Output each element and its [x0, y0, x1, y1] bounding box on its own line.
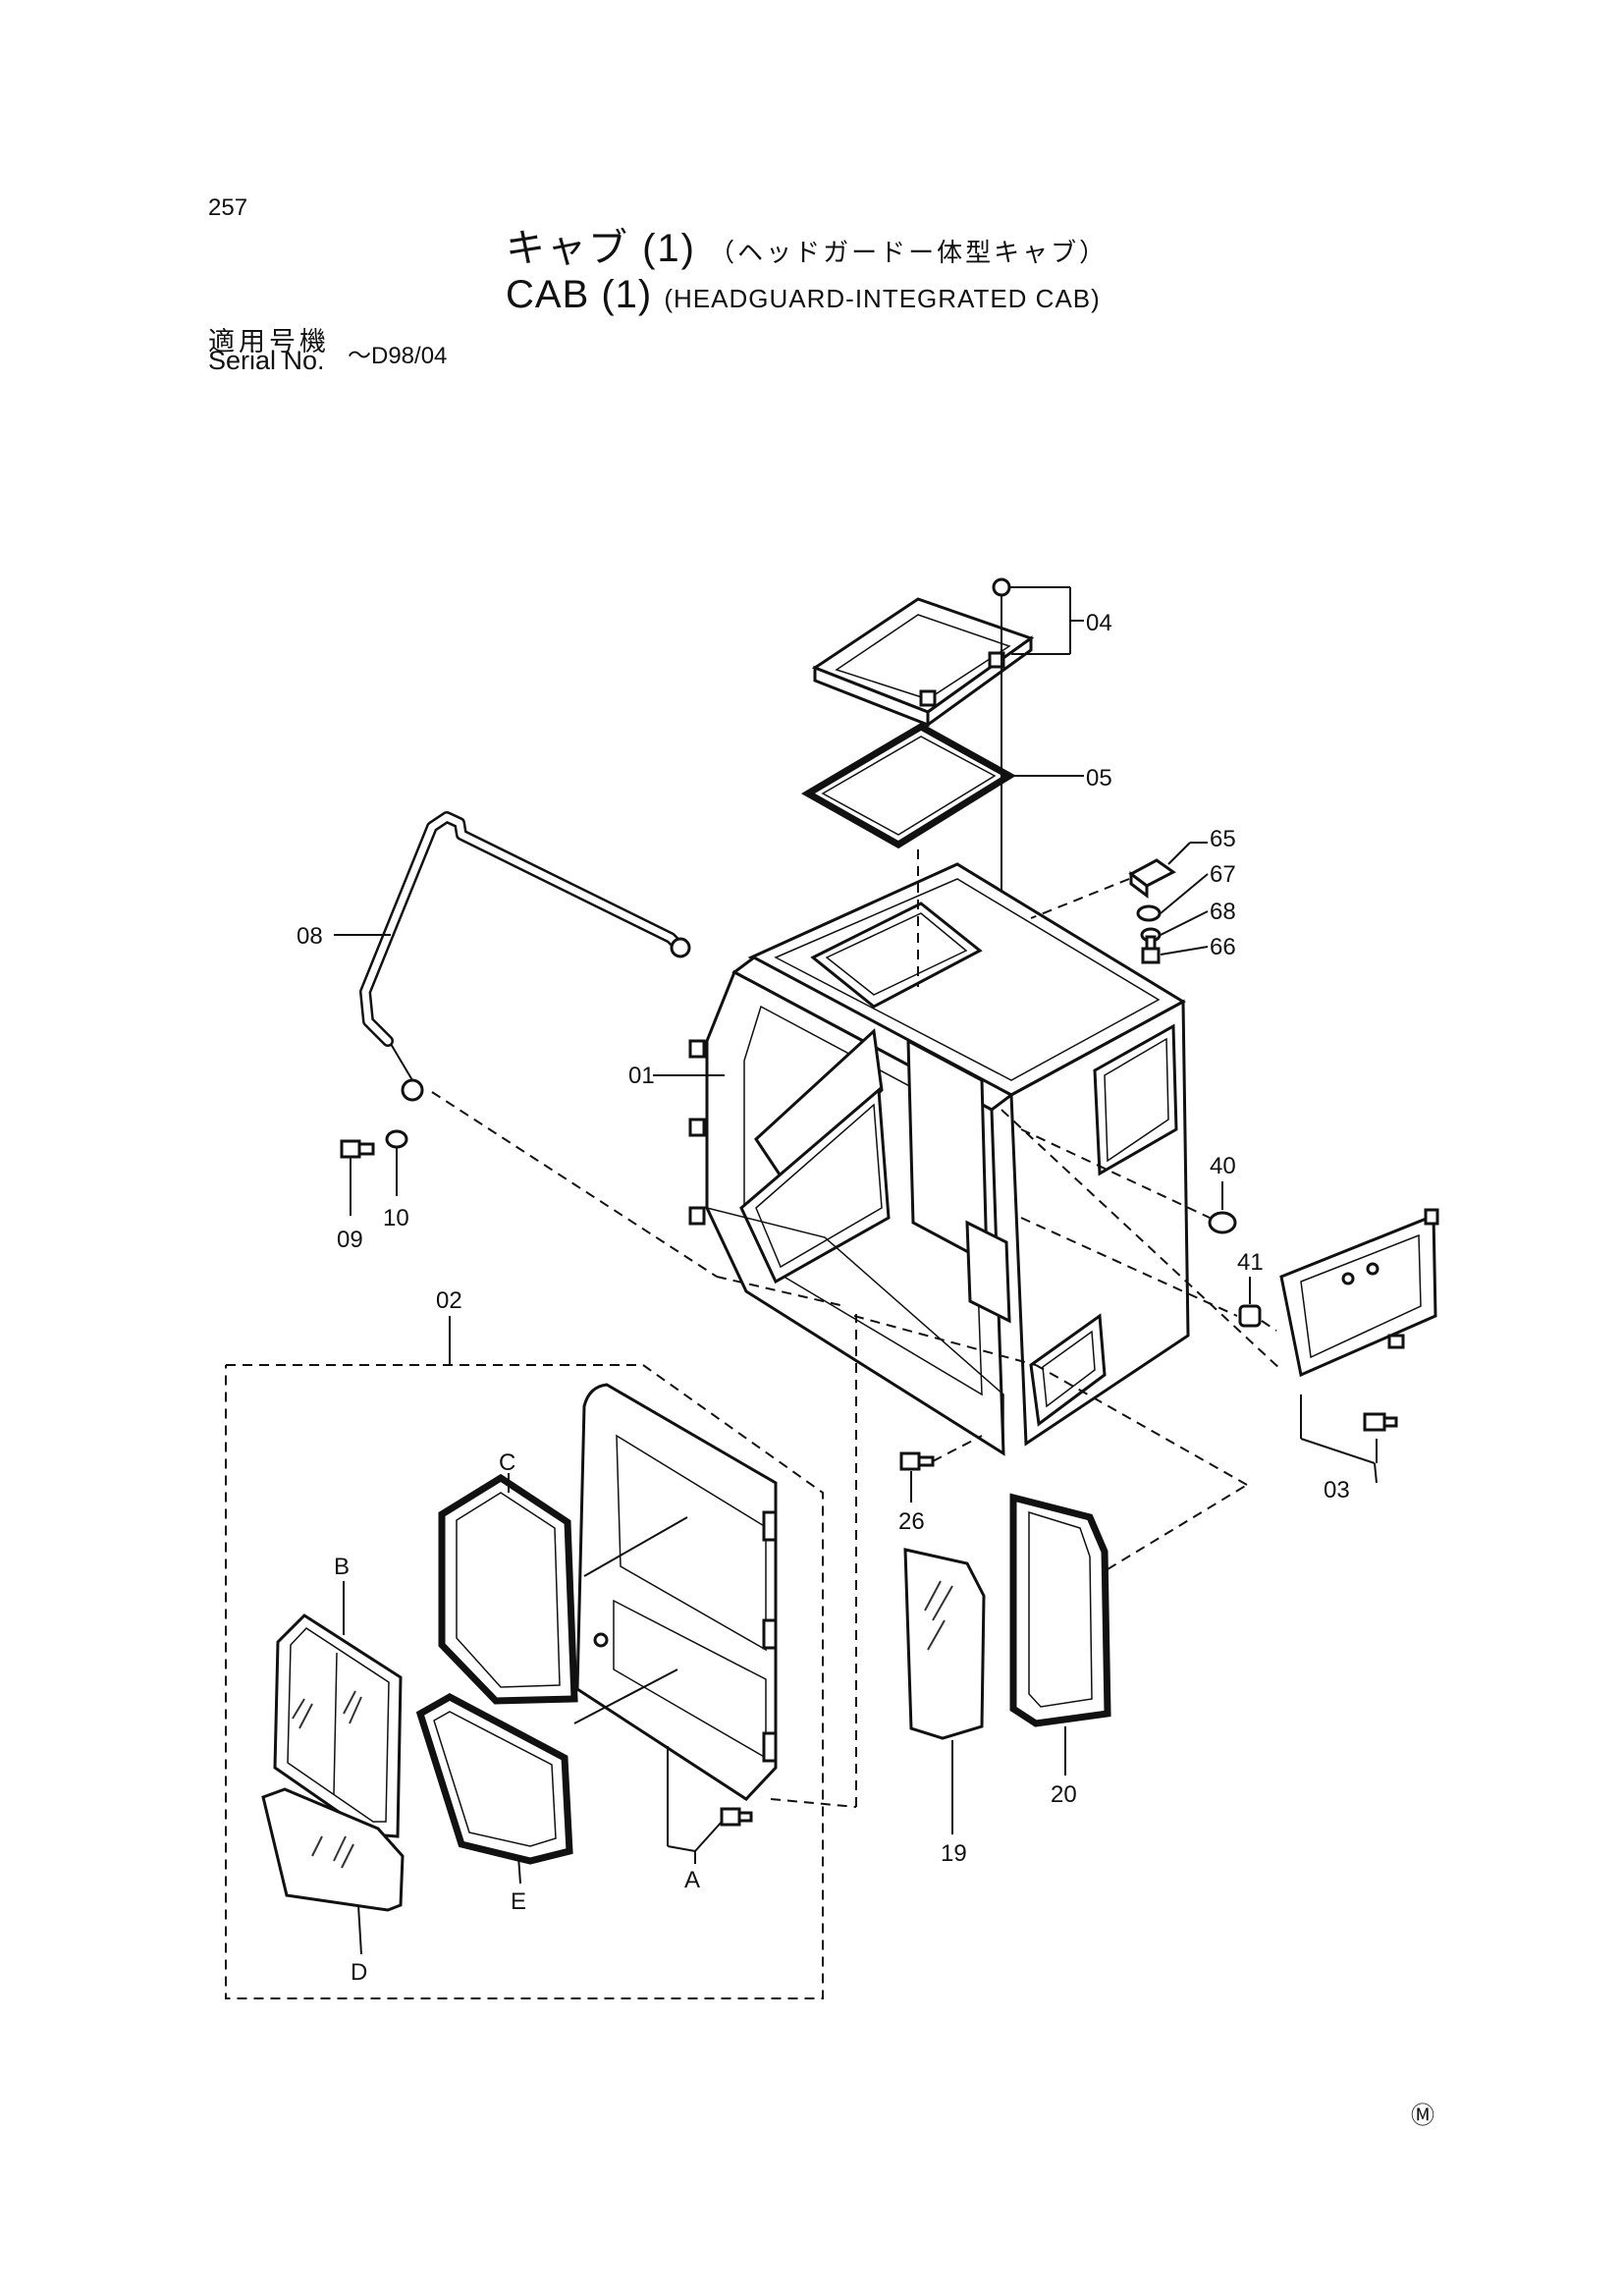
title-english-sub: (HEADGUARD-INTEGRATED CAB): [664, 284, 1101, 313]
rear-window: [1279, 1208, 1439, 1378]
title-japanese: キャブ (1) （ヘッドガードー体型キャブ）: [506, 216, 1108, 273]
callout-67: 67: [1210, 861, 1236, 888]
callout-41: 41: [1237, 1249, 1264, 1276]
callout-02: 02: [436, 1287, 462, 1314]
serial-label-japanese: 適用号機: [208, 327, 330, 356]
seal-c: [438, 1473, 578, 1705]
window-glass-19: [903, 1548, 986, 1740]
bolt-26: [899, 1451, 935, 1471]
roof-hatch: [811, 597, 1035, 728]
title-english-main: CAB (1): [506, 273, 653, 316]
rear-window-bolt: [1363, 1412, 1398, 1432]
callout-05: 05: [1086, 765, 1112, 792]
callout-08: 08: [297, 923, 323, 950]
door-bolt: [720, 1807, 753, 1827]
serial-label-english: Serial No.: [208, 346, 325, 375]
callout-10: 10: [383, 1205, 409, 1231]
bolt-09: [340, 1139, 375, 1159]
callout-26: 26: [898, 1508, 925, 1535]
callout-b: B: [334, 1554, 350, 1580]
guard-rail: [359, 811, 691, 1102]
callout-65: 65: [1210, 826, 1236, 852]
callout-09: 09: [337, 1227, 363, 1253]
footer-m-mark: Ⓜ: [1411, 2103, 1434, 2129]
door-panel: [575, 1383, 778, 1801]
bracket-65: [1128, 858, 1176, 899]
title-english: CAB (1) (HEADGUARD-INTEGRATED CAB): [506, 273, 1101, 317]
callout-03: 03: [1324, 1477, 1350, 1503]
callout-e: E: [511, 1888, 526, 1915]
plug-40: [1208, 1211, 1237, 1234]
callout-68: 68: [1210, 899, 1236, 925]
callout-c: C: [499, 1449, 515, 1476]
page-number: 257: [208, 194, 248, 221]
title-japanese-main: キャブ (1): [506, 227, 696, 270]
callout-01: 01: [628, 1063, 655, 1089]
connection-lines: [334, 586, 1378, 1955]
serial-range: ～D98/04: [348, 343, 448, 369]
callout-d: D: [351, 1959, 367, 1986]
title-japanese-sub: （ヘッドガードー体型キャブ）: [709, 238, 1109, 267]
callout-a: A: [684, 1867, 700, 1893]
washer-10: [385, 1129, 408, 1149]
cab-frame: [688, 862, 1190, 1456]
door-group-boundary: [225, 1364, 824, 1999]
callout-04: 04: [1086, 610, 1112, 636]
hatch-seal: [801, 722, 1016, 849]
seal-e: [415, 1693, 573, 1865]
window-seal-20: [1009, 1493, 1111, 1727]
callout-66: 66: [1210, 934, 1236, 960]
glass-b: [273, 1613, 403, 1838]
bolt-66: [1141, 935, 1161, 964]
callout-20: 20: [1051, 1781, 1077, 1808]
grommet-41: [1238, 1304, 1262, 1328]
callout-19: 19: [941, 1840, 967, 1867]
glass-d: [261, 1787, 405, 1912]
callout-40: 40: [1210, 1153, 1236, 1179]
washer-67: [1136, 904, 1162, 922]
